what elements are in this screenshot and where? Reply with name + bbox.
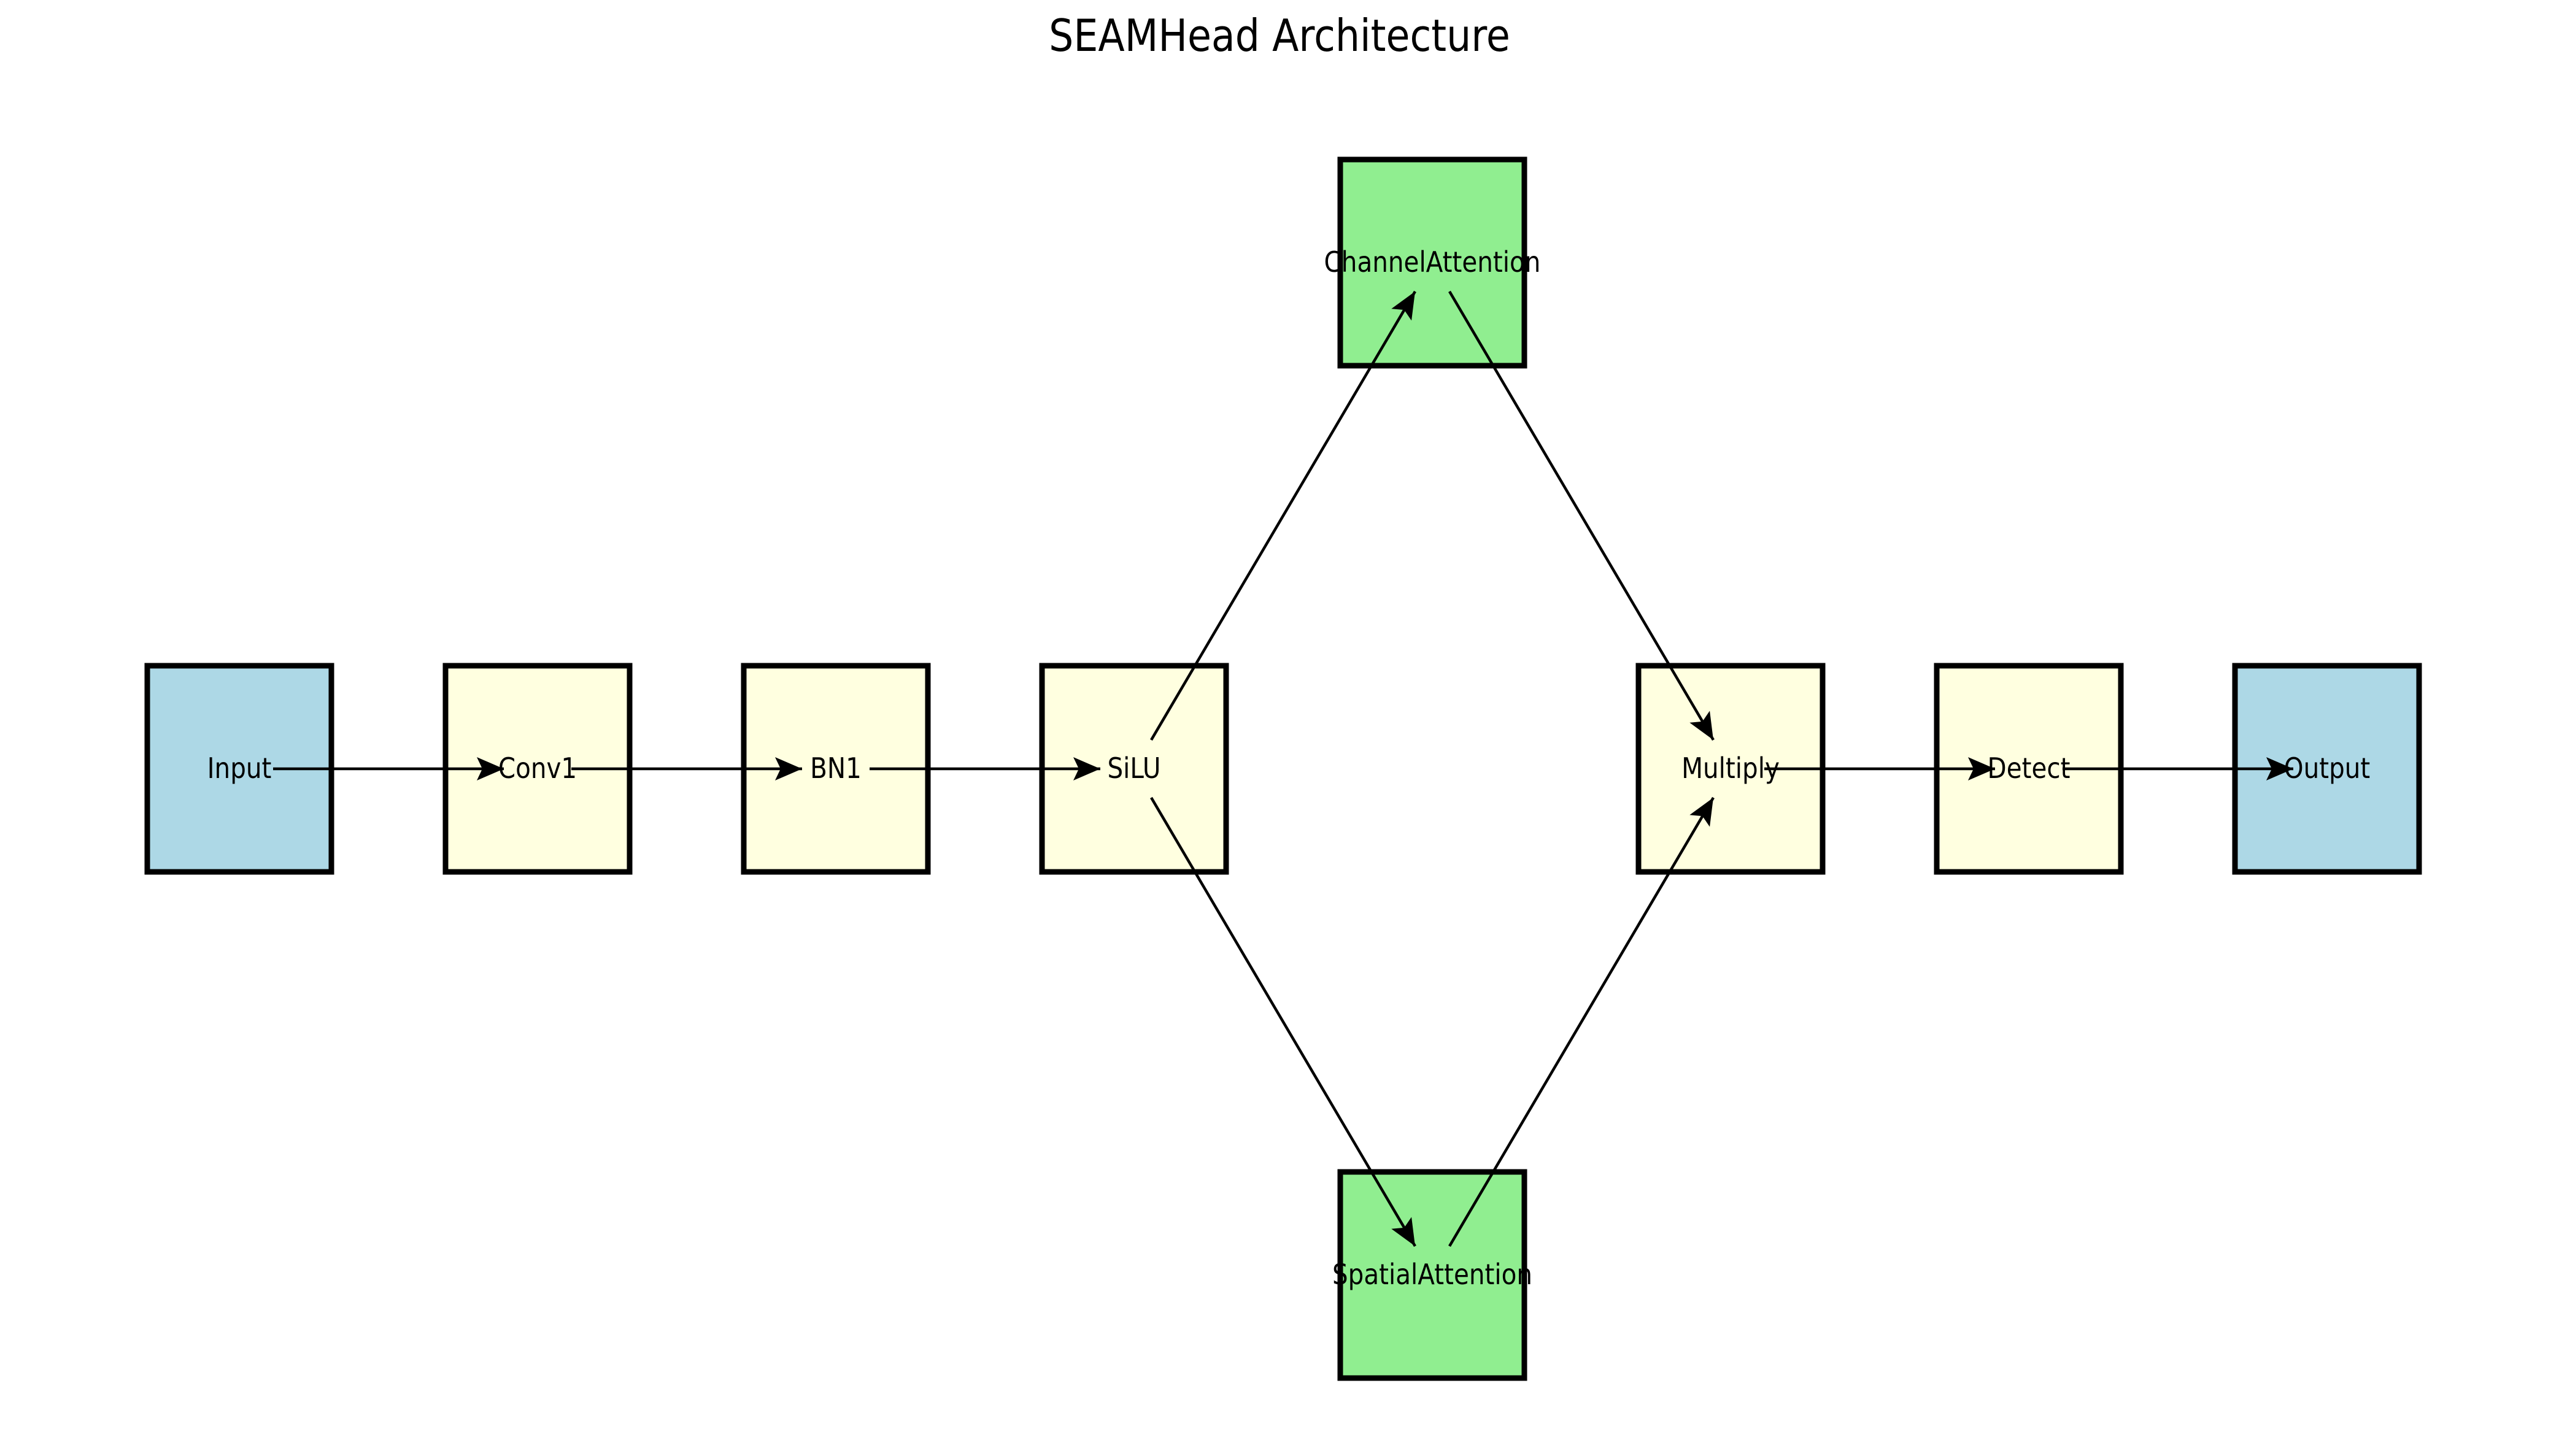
node-label-spatial-attention: SpatialAttention: [1332, 1258, 1532, 1291]
edge-silu-to-spatial-attention: [1150, 796, 1416, 1247]
node-label-output: Output: [2284, 752, 2371, 785]
edge-channel-attention-to-multiply: [1448, 290, 1715, 741]
node-label-multiply: Multiply: [1681, 752, 1780, 785]
node-label-input: Input: [207, 752, 272, 785]
node-label-conv1: Conv1: [498, 752, 577, 785]
edge-spatial-attention-to-multiply: [1448, 796, 1715, 1247]
labels-layer: SEAMHead Architecture Input Conv1 BN1 Si…: [207, 10, 2371, 1291]
node-label-bn1: BN1: [810, 752, 862, 785]
node-box-spatial-attention: [1337, 1169, 1527, 1381]
diagram-title: SEAMHead Architecture: [1049, 10, 1510, 61]
edges-layer: [273, 290, 2293, 1247]
edge-silu-to-channel-attention: [1150, 290, 1416, 741]
node-box-channel-attention: [1337, 156, 1527, 369]
node-label-detect: Detect: [1988, 752, 2071, 785]
node-label-channel-attention: ChannelAttention: [1324, 246, 1541, 279]
node-label-silu: SiLU: [1107, 752, 1160, 785]
